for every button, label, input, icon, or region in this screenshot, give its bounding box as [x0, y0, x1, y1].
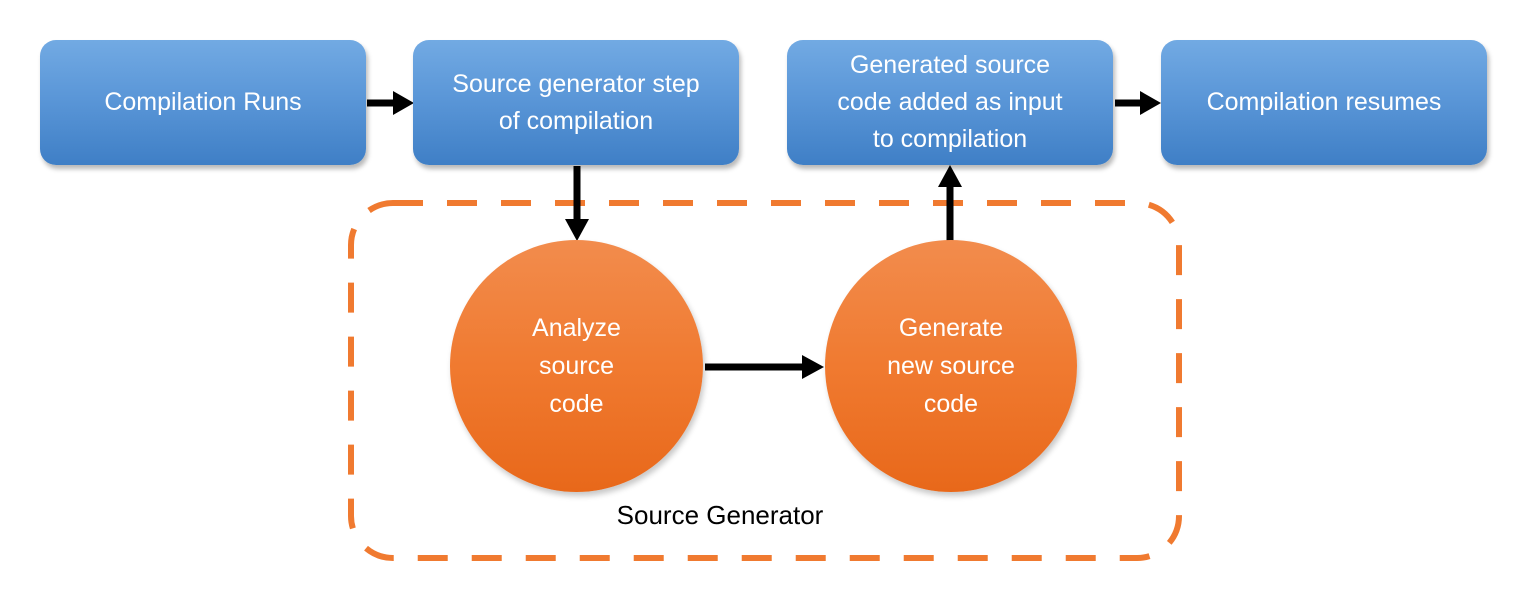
arrow-runs-to-step [367, 91, 414, 115]
arrow-generate-to-added [938, 165, 962, 241]
compilation-resumes-label: Compilation resumes [1206, 88, 1442, 116]
source-generator-group-label: Source Generator [616, 500, 824, 530]
generated-source-added-box: Generated source code added as input to … [787, 40, 1113, 165]
compilation-runs-label: Compilation Runs [104, 88, 302, 116]
arrow-step-to-analyze [565, 166, 589, 241]
arrow-added-to-resumes [1115, 91, 1161, 115]
arrow-analyze-to-generate [705, 355, 824, 379]
compilation-runs-box: Compilation Runs [40, 40, 366, 165]
analyze-source-code-circle: Analyze source code [450, 240, 703, 492]
source-generator-group-border [348, 200, 1182, 561]
analyze-source-code-label: Analyze source code [532, 314, 621, 418]
compilation-resumes-box: Compilation resumes [1161, 40, 1487, 165]
source-generator-step-label: Source generator step of compilation [452, 69, 700, 135]
generate-new-source-code-label: Generate new source code [887, 314, 1015, 418]
generated-source-added-label: Generated source code added as input to … [837, 51, 1063, 153]
generate-new-source-code-circle: Generate new source code [825, 240, 1077, 492]
source-generator-step-box: Source generator step of compilation [413, 40, 739, 165]
